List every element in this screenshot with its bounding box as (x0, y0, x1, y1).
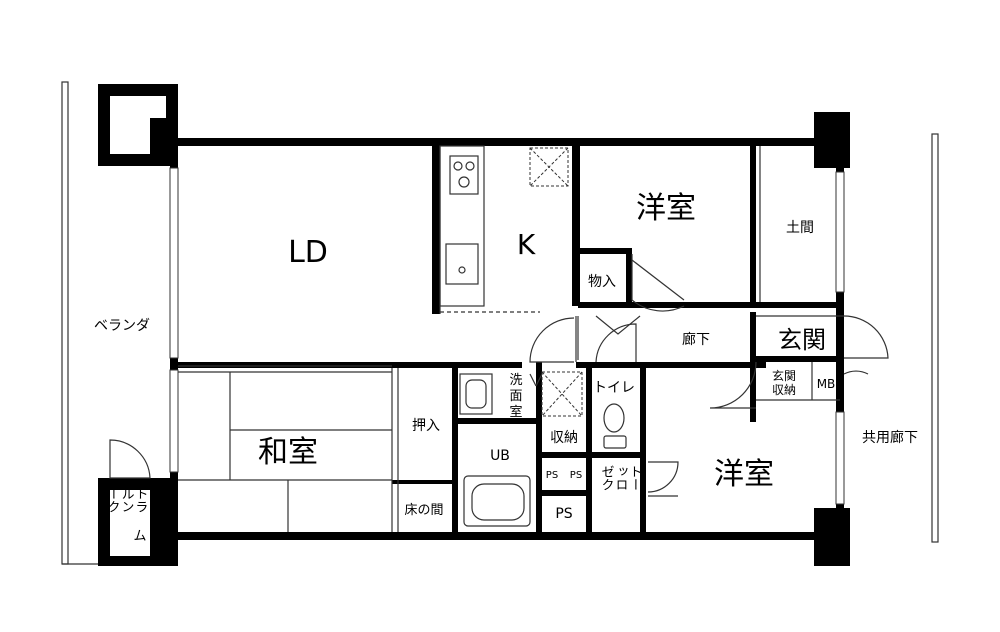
room-labels: LD K 洋室 土間 物入 廊下 玄関 玄関 収納 MB ベランダ 共用廊下 洗… (94, 191, 918, 544)
washroom-label-c: 室 (509, 404, 522, 420)
ps2-label: PS (570, 470, 582, 481)
genkan-label: 玄関 (778, 326, 826, 354)
k-label: K (517, 228, 536, 261)
range-hood (529, 147, 569, 187)
trunk-label-col2: ルン (119, 487, 134, 513)
genkan-storage-b-label: 収納 (772, 383, 796, 397)
genkan-storage-a-label: 玄関 (772, 368, 796, 383)
corridor-label: 廊下 (682, 331, 710, 348)
bathtub (463, 475, 531, 527)
closet-label-col1: ゼク (599, 465, 615, 491)
washroom-label-a: 洗 (509, 373, 522, 388)
closet-label-col3: トー (627, 465, 642, 491)
washroom-box (541, 371, 583, 417)
interior-walls (178, 146, 844, 532)
storage-shuno-label: 収納 (550, 430, 578, 446)
veranda-windows (169, 167, 179, 473)
outer-walls (98, 112, 850, 566)
ac-unit-block (98, 84, 178, 166)
common-corridor-rail (931, 133, 939, 543)
oshiire-label: 押入 (412, 418, 440, 434)
toilet-label: トイレ (593, 380, 635, 396)
toilet-fixture (603, 403, 627, 449)
trunk-label-col3: ーク (105, 487, 120, 513)
closet-label-col2: ッロ (613, 465, 628, 491)
washitsu-label: 和室 (258, 435, 318, 470)
western-top-label: 洋室 (636, 191, 696, 226)
door-swings (109, 254, 889, 497)
ub-label: UB (490, 448, 510, 464)
kitchen-counter (439, 145, 540, 313)
ps1-label: PS (546, 470, 558, 481)
tokonoma-label: 床の間 (404, 503, 443, 518)
washbasin (459, 373, 493, 415)
trunk-label-col1: トラ (133, 487, 148, 513)
washroom-label-b: 面 (509, 389, 522, 404)
common-corridor-label: 共用廊下 (862, 429, 918, 446)
veranda-label: ベランダ (94, 318, 150, 334)
ps3-label: PS (555, 506, 572, 522)
ld-label: LD (288, 235, 328, 270)
veranda-rail (61, 81, 100, 565)
trunk-label-col3b: ム (133, 529, 146, 544)
mb-label: MB (817, 377, 836, 391)
doma-label: 土間 (786, 220, 814, 236)
western-bottom-label: 洋室 (714, 457, 774, 492)
storage-mono-label: 物入 (588, 274, 616, 290)
corridor-windows (835, 171, 845, 505)
